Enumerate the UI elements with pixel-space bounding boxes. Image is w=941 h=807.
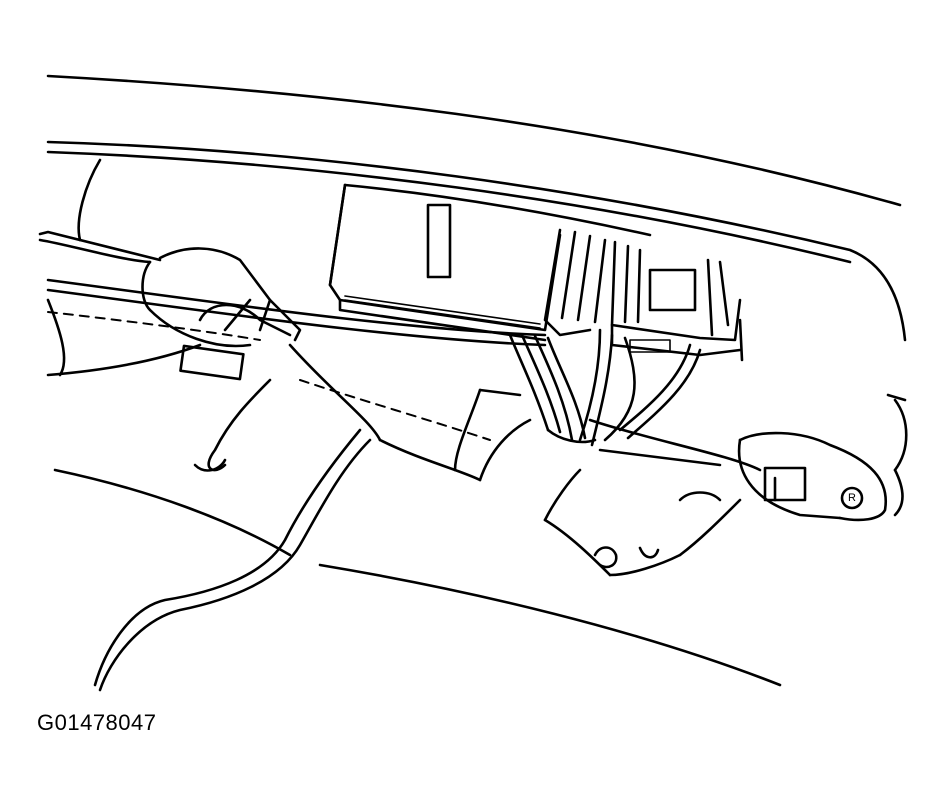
dash-top-edge	[46, 74, 907, 342]
registered-mark: R	[848, 492, 856, 504]
connector-housing	[543, 228, 744, 362]
figure-id-label: G01478047	[37, 710, 157, 735]
dash-panel-opening	[77, 158, 652, 287]
right-bracket	[588, 393, 908, 522]
airbag-module-connector-illustration	[38, 74, 908, 692]
routing-cable	[93, 428, 372, 692]
lower-mounting-plate	[543, 448, 742, 577]
hidden-lines	[47, 311, 491, 441]
lower-dash-panel	[46, 278, 547, 482]
dashboard-lower-surface	[53, 468, 782, 687]
airbag-module	[328, 183, 697, 342]
